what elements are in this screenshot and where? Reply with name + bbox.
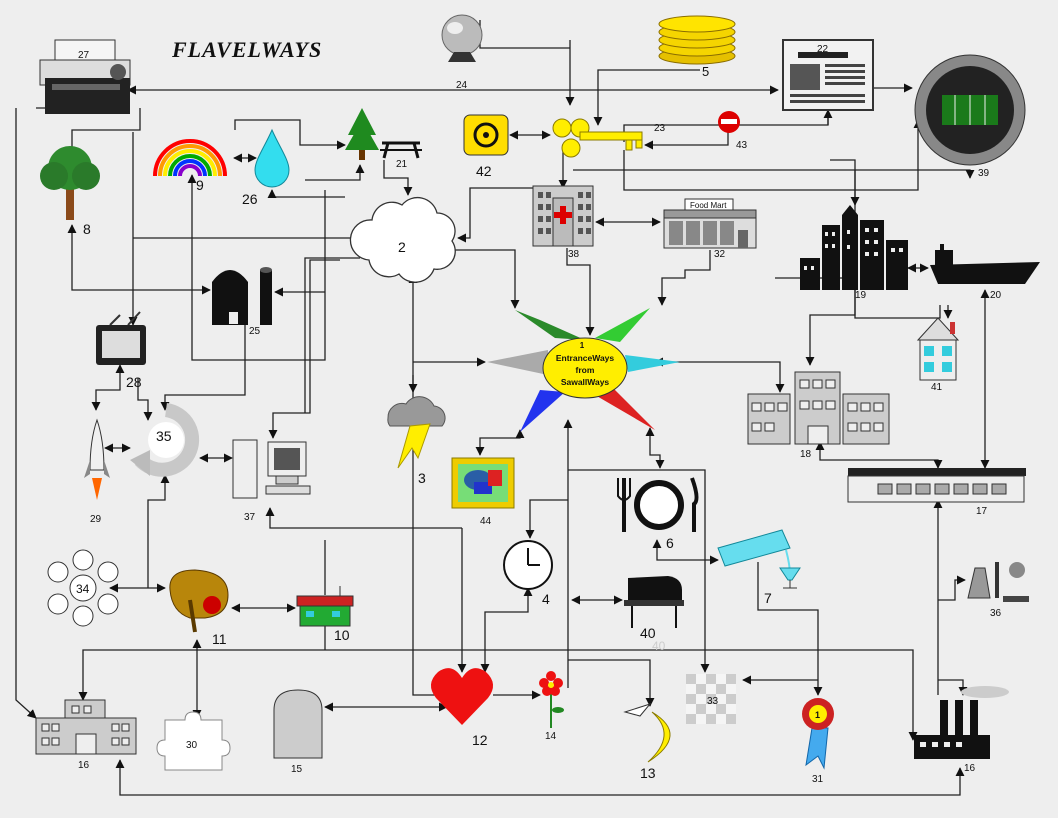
label-25: 25 xyxy=(249,326,261,337)
label-40: 40 xyxy=(640,625,656,641)
label-21: 21 xyxy=(396,159,408,170)
printer-icon[interactable] xyxy=(39,39,131,114)
piano-icon[interactable] xyxy=(624,576,684,628)
label-18: 18 xyxy=(800,449,812,460)
label-3: 3 xyxy=(418,470,426,486)
diagram-title: Flavelways xyxy=(171,37,322,62)
label-43: 43 xyxy=(736,140,748,151)
rocket-icon[interactable] xyxy=(84,418,110,500)
flower-icon[interactable] xyxy=(539,671,564,728)
pine-tree-icon[interactable] xyxy=(345,108,379,160)
tree-icon[interactable] xyxy=(40,146,100,220)
center-line1: EntranceWays xyxy=(556,353,615,363)
label-27: 27 xyxy=(78,50,90,61)
label-29: 29 xyxy=(90,514,102,525)
label-31: 31 xyxy=(812,774,824,785)
computer-icon[interactable] xyxy=(232,439,311,499)
label-16-right: 16 xyxy=(964,763,976,774)
factory-icon[interactable] xyxy=(914,686,1009,759)
gravestone-icon[interactable] xyxy=(273,689,323,759)
warehouse-icon[interactable] xyxy=(847,468,1026,503)
clock-icon[interactable] xyxy=(503,540,553,590)
house-icon[interactable] xyxy=(916,317,960,381)
label-14: 14 xyxy=(545,731,557,742)
label-24: 24 xyxy=(456,80,468,91)
barn-icon[interactable] xyxy=(212,267,272,325)
label-17: 17 xyxy=(976,506,988,517)
gold-coins-icon[interactable] xyxy=(658,15,736,65)
picnic-table-icon[interactable] xyxy=(380,141,422,159)
label-36: 36 xyxy=(990,608,1002,619)
stadium-icon[interactable] xyxy=(914,54,1026,166)
newspaper-icon[interactable] xyxy=(782,39,874,111)
water-drop-icon[interactable] xyxy=(254,128,290,188)
center-line2: from xyxy=(576,365,595,375)
label-26: 26 xyxy=(242,191,258,207)
recycle-icon[interactable] xyxy=(130,403,200,477)
label-9: 9 xyxy=(196,177,204,193)
label-22: 22 xyxy=(817,44,829,55)
entranceways-center[interactable] xyxy=(487,308,680,432)
crystal-ball-icon[interactable] xyxy=(441,14,483,62)
label-28: 28 xyxy=(126,374,142,390)
label-34: 34 xyxy=(76,582,90,596)
checkered-square-icon[interactable] xyxy=(686,674,736,724)
label-20: 20 xyxy=(990,290,1002,301)
cloud-icon[interactable] xyxy=(349,196,456,283)
center-line3: SawallWays xyxy=(561,377,610,387)
city-skyline-icon[interactable] xyxy=(800,205,908,290)
painting-icon[interactable] xyxy=(451,457,515,509)
molecule-icon[interactable] xyxy=(47,549,119,627)
pouring-glass-icon[interactable] xyxy=(717,529,801,589)
cargo-ship-icon[interactable] xyxy=(930,244,1040,284)
label-8: 8 xyxy=(83,221,91,237)
office-building-icon[interactable] xyxy=(747,371,890,445)
school-icon[interactable] xyxy=(35,699,137,755)
label-6: 6 xyxy=(666,535,674,551)
food-mart-sign: Food Mart xyxy=(690,201,727,210)
label-30: 30 xyxy=(186,740,198,751)
puzzle-piece-icon[interactable] xyxy=(156,711,231,771)
label-10: 10 xyxy=(334,627,350,643)
label-37: 37 xyxy=(244,512,256,523)
brain-icon[interactable] xyxy=(169,569,229,633)
label-32: 32 xyxy=(714,249,726,260)
moon-icon[interactable] xyxy=(623,703,671,763)
hospital-icon[interactable] xyxy=(532,185,594,247)
label-16-left: 16 xyxy=(78,760,90,771)
label-35: 35 xyxy=(156,428,172,444)
label-19: 19 xyxy=(855,290,867,301)
label-41: 41 xyxy=(931,382,943,393)
label-13: 13 xyxy=(640,765,656,781)
label-42: 42 xyxy=(476,163,492,179)
place-setting-icon[interactable] xyxy=(617,477,699,532)
heart-icon[interactable] xyxy=(430,668,494,725)
label-23: 23 xyxy=(654,123,666,134)
label-15: 15 xyxy=(291,764,303,775)
key-icon[interactable] xyxy=(552,118,643,158)
label-4: 4 xyxy=(542,591,550,607)
label-44: 44 xyxy=(480,516,492,527)
label-33: 33 xyxy=(707,696,719,707)
label-5: 5 xyxy=(702,64,709,79)
rainbow-icon[interactable] xyxy=(153,139,227,177)
food-mart-icon[interactable] xyxy=(663,198,757,249)
label-11: 11 xyxy=(212,631,227,647)
label-2: 2 xyxy=(398,239,406,255)
television-icon[interactable] xyxy=(96,311,146,365)
center-number: 1 xyxy=(580,341,585,350)
storm-cloud-icon[interactable] xyxy=(387,396,446,469)
cottage-icon[interactable] xyxy=(296,586,354,627)
lab-icon[interactable] xyxy=(967,562,1029,602)
label-39: 39 xyxy=(978,168,990,179)
biohazard-icon[interactable] xyxy=(463,114,509,156)
ribbon-number: 1 xyxy=(815,710,820,720)
no-entry-icon[interactable] xyxy=(718,111,740,133)
award-ribbon-icon[interactable] xyxy=(802,698,834,770)
label-38: 38 xyxy=(568,249,580,260)
label-40-faint: 40 xyxy=(652,639,666,653)
label-12: 12 xyxy=(472,732,488,748)
label-7: 7 xyxy=(764,590,772,606)
